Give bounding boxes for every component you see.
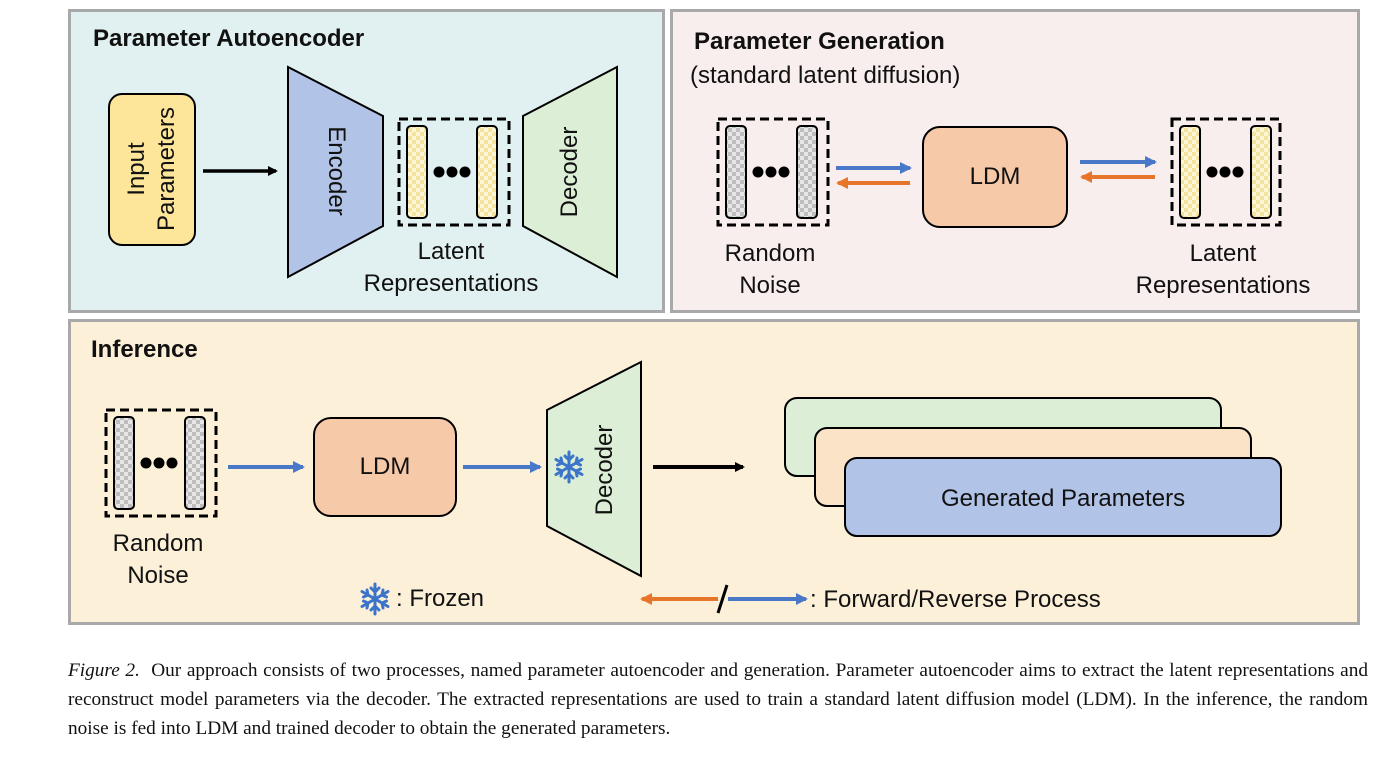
ae-latent-bar-left xyxy=(406,125,428,219)
snowflake-icon xyxy=(360,582,390,616)
gen-latent-dot xyxy=(1219,166,1231,178)
legend-process-label: : Forward/Reverse Process xyxy=(810,586,1101,613)
gen-latent-dashed-box xyxy=(1170,117,1282,227)
generation-subtitle: (standard latent diffusion) xyxy=(690,62,961,89)
input-parameters-box xyxy=(108,93,196,246)
generated-card-front xyxy=(844,457,1282,537)
gen-noise-dot xyxy=(765,166,777,178)
gen-noise-dot xyxy=(752,166,764,178)
autoencoder-title: Parameter Autoencoder xyxy=(93,25,365,52)
gen-noise-label: Random Noise xyxy=(724,240,816,299)
ae-latent-label: Latent Representations xyxy=(363,238,539,297)
gen-ldm-box: LDM xyxy=(922,126,1068,228)
gen-latent-dot xyxy=(1206,166,1218,178)
inf-noise-bar-left xyxy=(113,416,135,510)
gen-latent-label: Latent Representations xyxy=(1135,240,1311,299)
inf-ldm-box: LDM xyxy=(313,417,457,517)
ae-decoder-label: Decoder xyxy=(556,126,583,218)
gen-noise-dot xyxy=(778,166,790,178)
gen-noise-bar-left xyxy=(725,125,747,219)
caption-text: Our approach consists of two processes, … xyxy=(68,660,1369,739)
gen-latent-bar-right xyxy=(1250,125,1272,219)
inf-noise-dot xyxy=(166,457,178,469)
generation-title: Parameter Generation xyxy=(694,28,945,55)
inf-decoder-shape xyxy=(546,360,642,578)
figure-label: Figure 2. xyxy=(68,660,140,681)
gen-noise-dashed-box xyxy=(716,117,830,227)
inf-noise-dashed-box xyxy=(104,408,218,518)
generated-parameters-label: Generated Parameters xyxy=(940,485,1186,512)
inference-title: Inference xyxy=(91,336,198,363)
ae-latent-dot xyxy=(446,166,458,178)
encoder-label: Encoder xyxy=(323,126,350,216)
ae-decoder-shape xyxy=(522,65,618,279)
inf-noise-dot xyxy=(140,457,152,469)
gen-latent-bar-left xyxy=(1179,125,1201,219)
ae-latent-dashed-box xyxy=(397,117,511,227)
encoder-shape xyxy=(287,65,384,279)
legend-frozen-label: : Frozen xyxy=(396,585,485,612)
gen-latent-dot xyxy=(1232,166,1244,178)
ae-latent-dot xyxy=(459,166,471,178)
inf-noise-dot xyxy=(153,457,165,469)
inf-decoder-label: Decoder xyxy=(591,424,618,516)
ae-latent-bar-right xyxy=(476,125,498,219)
snowflake-icon xyxy=(554,450,584,484)
legend-slash xyxy=(716,584,729,614)
inf-noise-label: Random Noise xyxy=(112,530,204,589)
ae-latent-dot xyxy=(433,166,445,178)
figure-caption: Figure 2. Our approach consists of two p… xyxy=(68,656,1368,743)
gen-noise-bar-right xyxy=(796,125,818,219)
inf-noise-bar-right xyxy=(184,416,206,510)
